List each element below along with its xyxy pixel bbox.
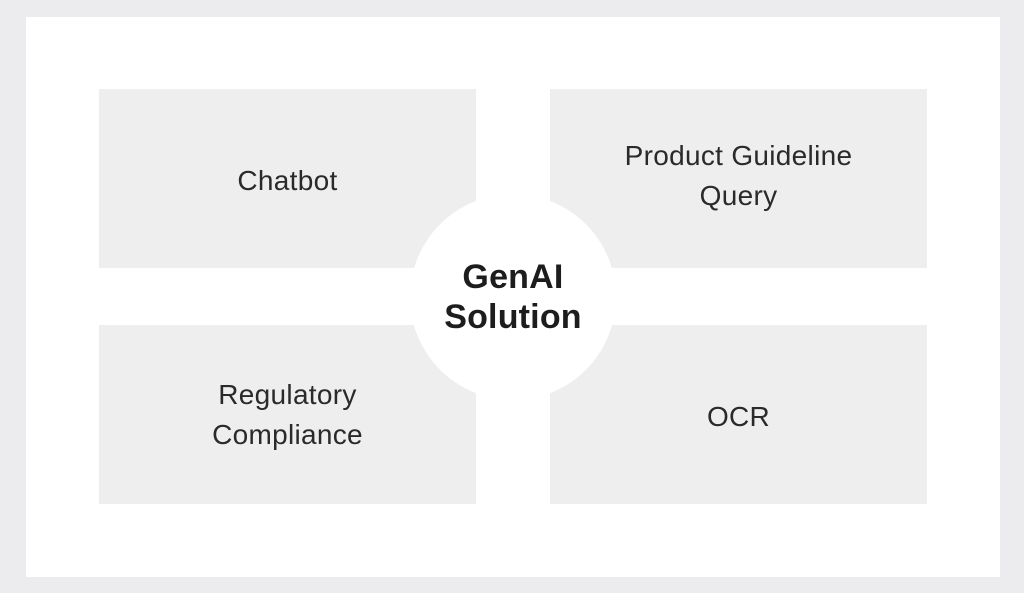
quadrant-label-product-guideline-query: Product Guideline Query	[624, 139, 853, 211]
quadrant-ocr: OCR	[550, 325, 927, 504]
quadrant-label-ocr: OCR	[706, 400, 771, 432]
quadrant-label-regulatory-compliance: Regulatory Compliance	[212, 378, 363, 450]
center-circle: GenAI Solution	[410, 194, 616, 400]
diagram-card: Chatbot Product Guideline Query Regulato…	[26, 17, 1000, 577]
quadrant-label-chatbot: Chatbot	[237, 164, 338, 196]
center-label: GenAI Solution	[444, 258, 582, 336]
quadrant-chatbot: Chatbot	[99, 89, 476, 268]
quadrant-product-guideline-query: Product Guideline Query	[550, 89, 927, 268]
quadrant-regulatory-compliance: Regulatory Compliance	[99, 325, 476, 504]
